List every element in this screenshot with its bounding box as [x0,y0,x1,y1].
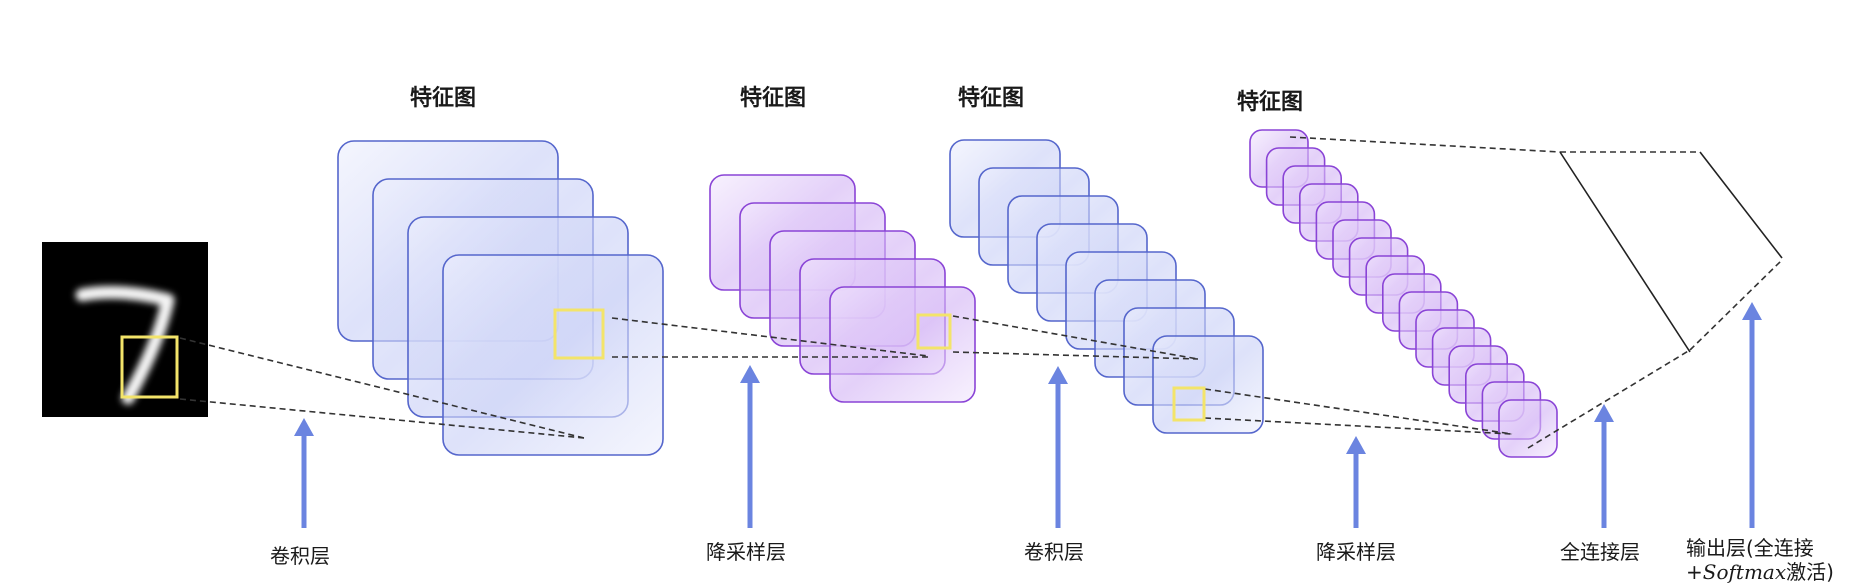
conv1-feature-maps [337,140,664,456]
input-image [42,242,208,417]
layer-label-output: 输出层(全连接 +Softmax激活) [1686,536,1834,584]
softmax-text: Softmax [1702,560,1787,584]
output-label-line1: 输出层(全连接 [1686,536,1814,560]
feature-map-2-5 [829,286,976,403]
arrow-icon-3 [1048,366,1068,528]
projection-line-9 [1289,136,1561,153]
arrow-head [1594,404,1614,422]
kernel-window-2 [916,313,952,350]
arrow-head [1346,436,1366,454]
layer-label-pool1: 降采样层 [706,540,786,564]
arrow-icon-2 [740,365,760,528]
arrow-head [1742,302,1762,320]
feature-map-label-3: 特征图 [958,86,1025,111]
pool2-feature-maps [1249,129,1558,458]
projection-line-8 [1204,417,1513,435]
projection-line-11 [1527,349,1691,449]
feature-map-1-4 [442,254,664,456]
arrow-icon-1 [294,418,314,528]
layer-label-pool2: 降采样层 [1316,540,1396,564]
feature-map-label-4: 特征图 [1237,90,1304,115]
arrow-icon-6 [1742,302,1762,528]
feature-map-3-8 [1152,335,1264,434]
layer-label-conv2: 卷积层 [1024,540,1084,564]
arrow-head [1048,366,1068,384]
output-label-line2: +Softmax激活) [1686,560,1834,584]
conv2-feature-maps [949,139,1264,434]
projection-line-5 [952,315,1199,360]
fc-layer-line [1559,151,1691,353]
kernel-window-1 [553,308,605,360]
kernel-window-3 [1172,386,1206,422]
arrow-icon-5 [1594,404,1614,528]
arrow-head [740,365,760,383]
projection-line-7 [1204,388,1513,435]
input-kernel-window [120,335,179,399]
feature-map-4-16 [1498,399,1558,458]
projection-line-12 [1689,259,1783,351]
projection-line-2 [179,398,585,439]
output-layer-line [1699,151,1783,259]
arrow-head [294,418,314,436]
layer-label-conv1: 卷积层 [270,544,330,568]
projection-line-3 [611,317,929,357]
arrow-icon-4 [1346,436,1366,528]
projection-line-6 [952,351,1199,360]
feature-map-label-2: 特征图 [740,86,807,111]
layer-label-fc: 全连接层 [1560,540,1640,564]
feature-map-label-1: 特征图 [410,86,477,111]
